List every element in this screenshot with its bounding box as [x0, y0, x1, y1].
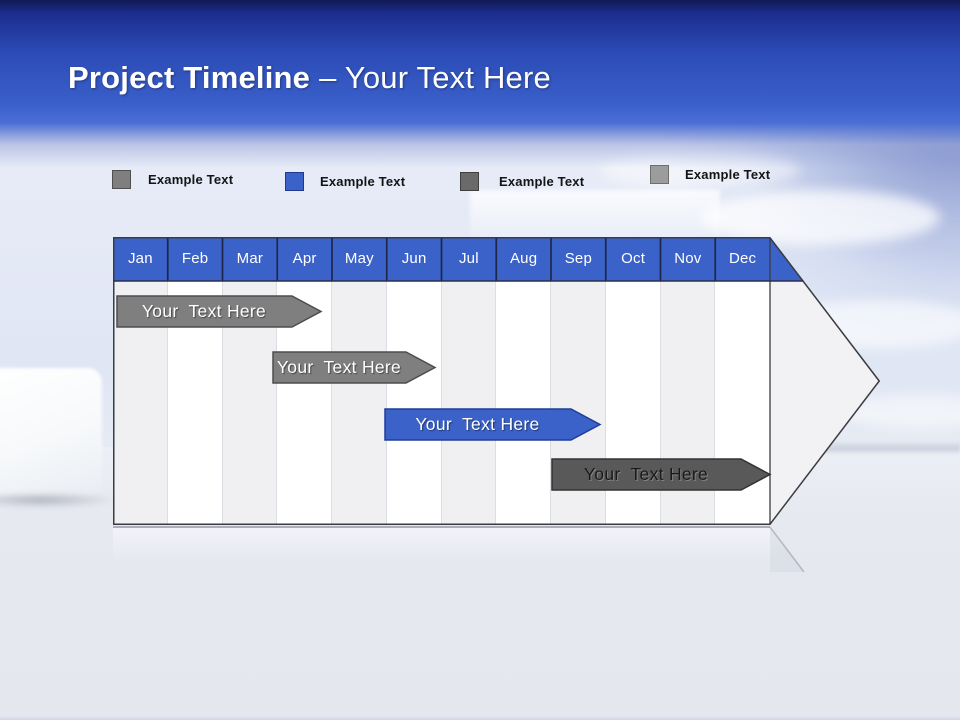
bar-label: Your Text Here [141, 301, 267, 321]
title-suffix: – Your Text Here [319, 60, 551, 95]
timeline-bar: Your Text Here [272, 351, 437, 384]
legend-label: Example Text [685, 166, 771, 182]
legend-item: Example Text [285, 170, 405, 192]
timeline-bar: Your Text Here [384, 408, 602, 441]
bottom-edge-shadow [0, 716, 960, 720]
month-cell: Mar [236, 250, 264, 267]
legend-label: Example Text [148, 171, 234, 187]
month-cell: Aug [509, 250, 538, 267]
month-header-row: Jan Feb Mar Apr May Jun Jul Aug Sep Oct … [113, 237, 880, 281]
title-main: Project Timeline [68, 60, 311, 95]
cloud-shape [700, 190, 940, 245]
legend-item: Example Text [650, 163, 770, 185]
month-cell: Feb [181, 250, 209, 267]
background-panel [470, 190, 720, 240]
timeline-bar: Your Text Here [551, 458, 772, 491]
legend-swatch-gray [112, 169, 131, 189]
background-object [0, 368, 102, 496]
slide-title: Project Timeline– Your Text Here [68, 60, 551, 96]
month-cell: Dec [728, 250, 757, 267]
legend-item: Example Text [112, 168, 233, 190]
bar-label: Your Text Here [583, 464, 709, 484]
month-cell: Oct [621, 250, 646, 267]
month-cell: Nov [674, 250, 702, 267]
month-cell: Sep [564, 250, 593, 267]
legend-label: Example Text [320, 173, 406, 189]
legend-swatch-blue [285, 171, 304, 191]
bar-arrow-shape [272, 351, 437, 384]
legend-label: Example Text [499, 173, 585, 189]
slide-header: Project Timeline– Your Text Here [0, 0, 960, 168]
bar-arrow-shape [384, 408, 602, 441]
month-cell: Jan [127, 250, 153, 267]
bar-label: Your Text Here [415, 414, 540, 434]
bar-label: Your Text Here [276, 357, 402, 377]
legend-swatch-lightgray [650, 164, 669, 184]
month-cell: Jul [458, 250, 479, 267]
legend-item: Example Text [460, 170, 584, 192]
timeline-bar: Your Text Here [116, 295, 323, 328]
legend-swatch-darkgray [460, 171, 479, 191]
background-object-shadow [0, 492, 118, 508]
bar-arrow-shape [551, 458, 772, 491]
month-cell: Jun [401, 250, 427, 267]
bar-arrow-shape [116, 295, 323, 328]
timeline-chart: Jan Feb Mar Apr May Jun Jul Aug Sep Oct … [113, 237, 880, 525]
month-cell: May [344, 250, 374, 267]
month-cell: Apr [292, 250, 317, 267]
